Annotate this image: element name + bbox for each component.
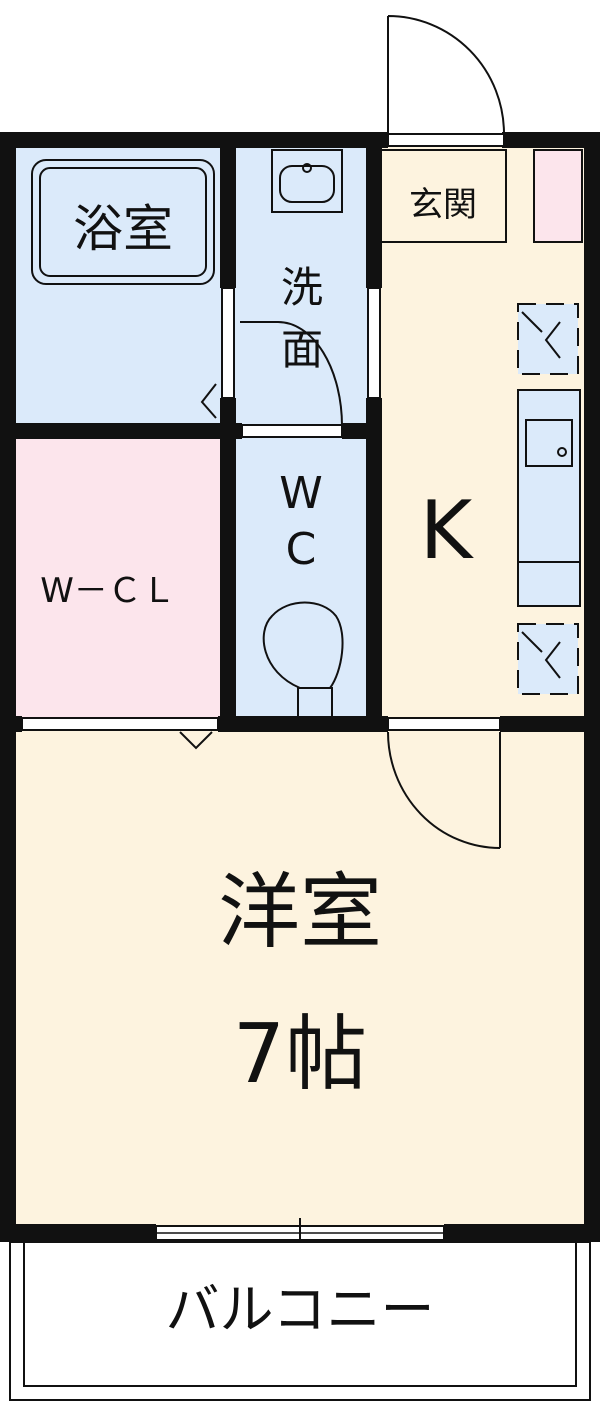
walls	[0, 132, 600, 1242]
bathtub-outer	[31, 159, 215, 285]
closet-door-mark	[179, 731, 213, 750]
balcony-rail-inner	[23, 1241, 577, 1387]
kitchen-cabinet-upper-diag	[521, 311, 543, 333]
kitchen-cabinet-lower-diag	[521, 631, 543, 653]
bathtub-inner	[39, 167, 207, 277]
balcony-label: バルコニー	[166, 1278, 435, 1341]
kitchen-sink-drain	[557, 447, 567, 457]
washroom-label-2: 面	[281, 325, 323, 374]
kitchen-cabinet-upper-mark	[544, 321, 561, 359]
walk-in-closet-floor	[14, 432, 226, 720]
shoe-cabinet	[533, 149, 583, 243]
wash-basin	[271, 149, 343, 213]
western-room-floor	[14, 728, 586, 1226]
toilet-bowl	[262, 601, 344, 689]
kitchen-cabinet-lower-mark	[544, 641, 561, 679]
washroom-door-swing	[240, 321, 343, 427]
wc-label-2: C	[286, 524, 317, 575]
wash-basin-bowl	[279, 165, 335, 203]
wash-basin-tap	[302, 163, 312, 173]
kitchen-counter	[517, 389, 581, 607]
room-door-swing	[387, 731, 501, 849]
bath-label: 浴室	[73, 200, 173, 258]
front-door-swing	[387, 15, 505, 135]
wall-openings	[21, 287, 501, 731]
washroom-label-1: 洗	[281, 263, 323, 312]
western-room-size-label: 7帖	[233, 1007, 367, 1102]
walk-in-closet-label: W－ＣＬ	[40, 571, 176, 611]
entrance-label: 玄関	[409, 185, 477, 225]
kitchen-label: K	[420, 484, 475, 577]
toilet-tank	[297, 687, 333, 719]
kitchen-cabinet-lower	[517, 623, 579, 695]
kitchen-sink	[525, 419, 573, 467]
western-room-label: 洋室	[218, 865, 382, 960]
bath-door-swing	[200, 383, 217, 419]
wc-label-1: W	[279, 468, 323, 519]
front-door-threshold	[387, 133, 505, 147]
